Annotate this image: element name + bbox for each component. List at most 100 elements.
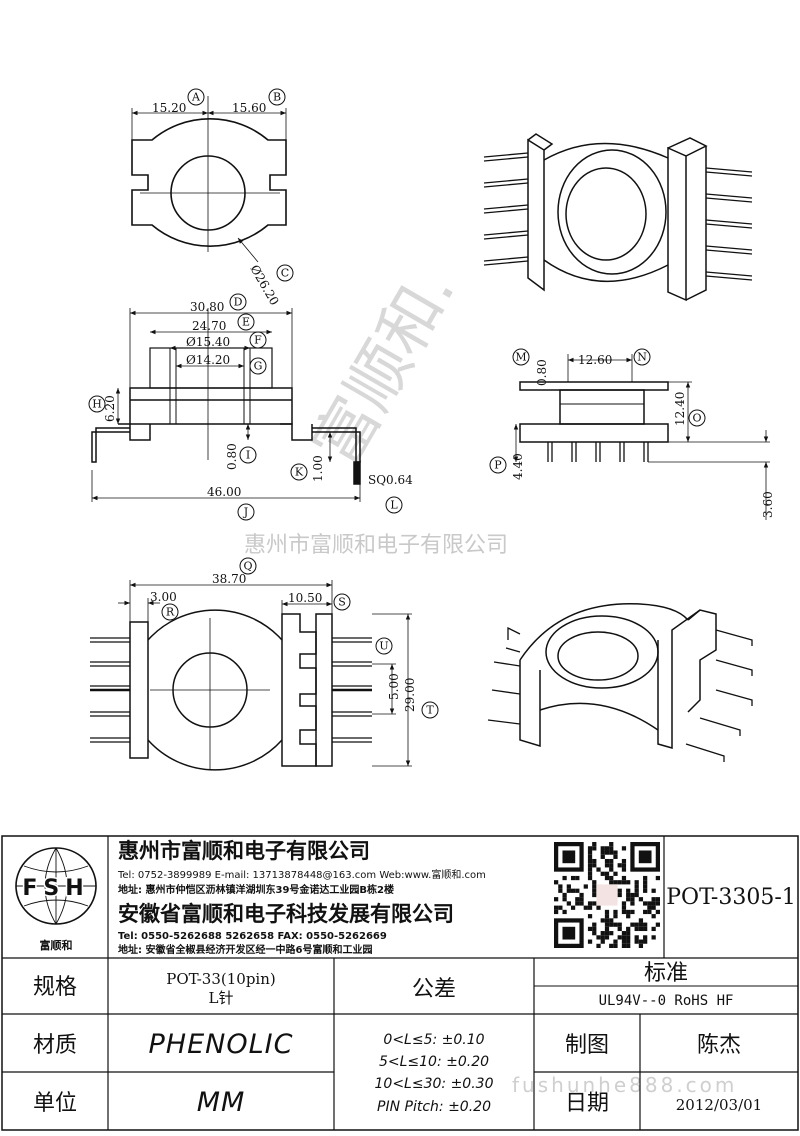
qr-code [554, 842, 660, 948]
svg-text:D: D [234, 296, 243, 309]
top-view [131, 96, 287, 263]
dim-h: 6.20 [103, 395, 117, 422]
svg-text:U: U [379, 640, 388, 653]
label-c-marker: C [276, 264, 294, 282]
svg-text:A: A [191, 91, 201, 104]
svg-text:P: P [494, 459, 502, 472]
label-q-marker: Q [239, 557, 257, 575]
svg-text:J: J [243, 506, 248, 519]
label-l-marker: L [385, 496, 403, 514]
material-value: PHENOLIC [149, 1029, 294, 1060]
dim-u: 5.00 [387, 673, 401, 700]
side-view [513, 354, 770, 520]
label-j-marker: J [237, 503, 255, 521]
label-a-marker: A [187, 88, 205, 106]
label-g-marker: G [249, 357, 267, 375]
dim-p: 4.40 [511, 453, 525, 480]
svg-text:B: B [273, 91, 281, 104]
date-value: 2012/03/01 [676, 1096, 762, 1114]
label-m-marker: M [512, 348, 530, 366]
label-h-marker: H [88, 395, 106, 413]
part-number: POT-3305-1 [666, 885, 796, 910]
watermark-url: fushunhe888.com [512, 1073, 737, 1097]
company-logo: FSH 富顺和 [15, 847, 97, 952]
label-p-marker: P [489, 456, 507, 474]
logo-text: FSH [22, 876, 89, 901]
label-i-marker: I [239, 446, 257, 464]
dim-t: 29.00 [403, 678, 417, 712]
watermark-brand: 富顺和. [300, 257, 470, 478]
unit-value: MM [197, 1087, 246, 1118]
svg-text:L: L [390, 499, 398, 512]
spec-value-2: L针 [209, 989, 234, 1007]
date-label: 日期 [565, 1091, 609, 1116]
svg-text:K: K [295, 466, 304, 479]
dim-j: 46.00 [207, 485, 241, 499]
dim-s: 10.50 [288, 591, 322, 605]
label-f-marker: F [249, 331, 267, 349]
svg-text:F: F [254, 334, 262, 347]
dim-a: 15.20 [152, 101, 186, 115]
label-d-marker: D [229, 293, 247, 311]
svg-text:M: M [515, 351, 526, 364]
dim-o: 12.40 [673, 392, 687, 426]
spec-label: 规格 [33, 975, 77, 1000]
logo-caption: 富顺和 [40, 938, 73, 952]
svg-text:T: T [426, 704, 434, 717]
dim-f: Ø15.40 [186, 335, 230, 349]
standard-value: UL94V--0 RoHS HF [599, 993, 734, 1009]
iso-view-bottom [487, 603, 753, 762]
dim-c: Ø26.20 [247, 263, 281, 308]
label-s-marker: S [333, 593, 351, 611]
label-u-marker: U [375, 637, 393, 655]
unit-label: 单位 [33, 1091, 77, 1116]
drawn-label: 制图 [565, 1033, 609, 1058]
svg-text:G: G [254, 360, 263, 373]
svg-text:S: S [338, 596, 346, 609]
company1-contact: Tel: 0752-3899989 E-mail: 13713878448@16… [117, 868, 486, 881]
dim-r: 3.00 [150, 590, 177, 604]
title-block [1, 835, 799, 1131]
tolerance-line-2: 5<L≤10: ±0.20 [379, 1054, 489, 1070]
material-label: 材质 [33, 1033, 77, 1058]
company1-address: 地址: 惠州市仲恺区沥林镇洋湖圳东39号金诺达工业园B栋2楼 [118, 883, 394, 896]
dim-l: SQ0.64 [368, 473, 413, 487]
watermark-company: 惠州市富顺和电子有限公司 [244, 533, 508, 558]
dim-q: 38.70 [212, 572, 246, 586]
tolerance-label: 公差 [412, 977, 456, 1002]
label-o-marker: O [688, 409, 706, 427]
dim-i: 0.80 [225, 443, 239, 470]
label-n-marker: N [633, 348, 651, 366]
dim-3-60: 3.60 [761, 491, 775, 518]
company2-address: 地址: 安徽省全椒县经济开发区经一中路6号富顺和工业园 [118, 943, 372, 956]
tolerance-line-4: PIN Pitch: ±0.20 [377, 1099, 491, 1115]
tolerance-line-3: 10<L≤30: ±0.30 [375, 1076, 494, 1092]
bottom-view [90, 580, 412, 771]
label-e-marker: E [237, 313, 255, 331]
label-b-marker: B [268, 88, 286, 106]
svg-text:C: C [281, 267, 289, 280]
tolerance-line-1: 0<L≤5: ±0.10 [383, 1032, 484, 1048]
iso-view-top [483, 133, 753, 302]
svg-text:E: E [242, 316, 250, 329]
drawn-value: 陈杰 [697, 1033, 741, 1058]
svg-text:H: H [92, 398, 102, 411]
standard-label: 标准 [644, 961, 688, 986]
spec-value-1: POT-33(10pin) [166, 970, 275, 988]
dim-n: 12.60 [578, 353, 612, 367]
dim-g: Ø14.20 [186, 353, 230, 367]
dim-d: 30.80 [190, 300, 224, 314]
dim-e: 24.70 [192, 319, 226, 333]
company1-name: 惠州市富顺和电子有限公司 [118, 839, 370, 863]
svg-text:Q: Q [243, 560, 252, 573]
svg-text:O: O [692, 412, 701, 425]
svg-text:I: I [246, 449, 250, 462]
company2-name: 安徽省富顺和电子科技发展有限公司 [118, 902, 454, 926]
svg-text:R: R [166, 606, 175, 619]
label-r-marker: R [161, 603, 179, 621]
company2-contact: Tel: 0550-5262688 5262658 FAX: 0550-5262… [118, 931, 387, 942]
svg-text:N: N [637, 351, 647, 364]
label-t-marker: T [421, 701, 439, 719]
